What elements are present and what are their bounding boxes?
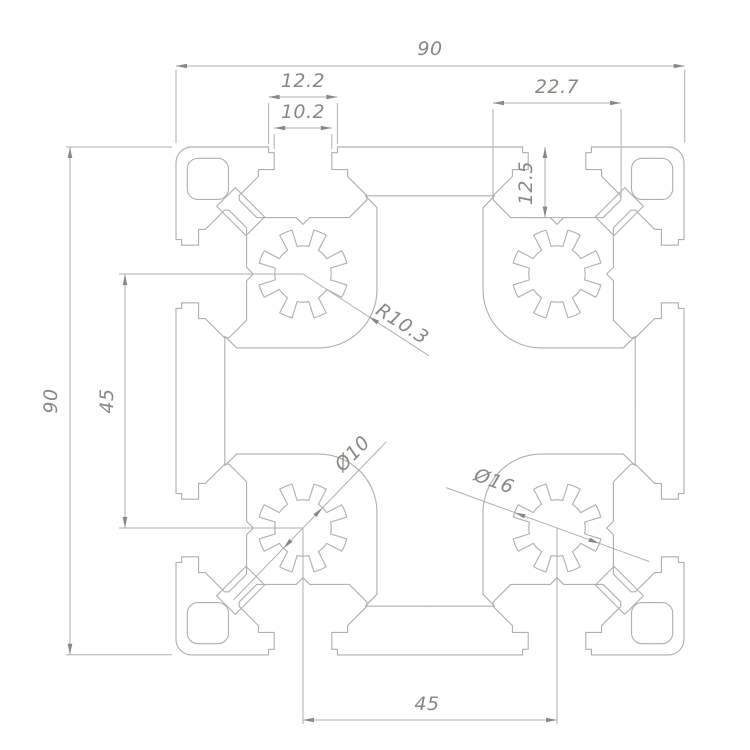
extrusion-profile bbox=[175, 146, 685, 656]
leader-arrowhead bbox=[588, 537, 600, 544]
dim-slot-depth: 12.5 bbox=[515, 147, 567, 219]
dim-slot-opening-width-label: 10.2 bbox=[281, 101, 325, 123]
leader-line bbox=[302, 273, 430, 357]
dim-bore-inner-diameter: Ø10 bbox=[233, 432, 387, 601]
dim-bore-spacing-horizontal: 45 bbox=[302, 528, 558, 724]
leader-line bbox=[233, 441, 387, 601]
dim-slot-cavity-width: 22.7 bbox=[492, 76, 622, 198]
dim-corner-radius-label: R10.3 bbox=[372, 299, 433, 349]
profile-corner-relief-slot bbox=[216, 187, 266, 237]
leader-arrowhead bbox=[283, 538, 293, 549]
leader-arrowhead bbox=[514, 512, 526, 519]
dim-bore-spacing-vertical-label: 45 bbox=[96, 388, 118, 413]
dim-bore-spacing-vertical: 45 bbox=[96, 273, 303, 529]
dim-bore-outer-diameter: Ø16 bbox=[445, 464, 650, 562]
leader-arrowhead bbox=[368, 316, 380, 325]
dim-slot-depth-label: 12.5 bbox=[515, 161, 537, 205]
dim-bore-outer-diameter-label: Ø16 bbox=[470, 464, 517, 499]
dim-bore-inner-diameter-label: Ø10 bbox=[330, 432, 375, 477]
dim-bore-spacing-horizontal-label: 45 bbox=[414, 693, 439, 715]
profile-center-cavity bbox=[224, 195, 431, 402]
dim-overall-width: 90 bbox=[175, 38, 686, 143]
profile-outer-contour bbox=[175, 146, 431, 402]
dim-slot-recess-width-label: 12.2 bbox=[281, 70, 325, 92]
dim-slot-recess-width: 12.2 bbox=[268, 70, 338, 144]
profile-quadrant bbox=[175, 146, 431, 402]
profile-quadrant-mirror-right bbox=[429, 146, 685, 402]
dim-overall-width-label: 90 bbox=[417, 38, 442, 60]
leader-arrowhead bbox=[313, 507, 323, 518]
profile-corner-screw-channel bbox=[186, 157, 230, 201]
leader-line bbox=[445, 487, 650, 562]
dim-slot-cavity-width-label: 22.7 bbox=[535, 76, 579, 98]
dim-slot-opening-width: 10.2 bbox=[273, 101, 333, 149]
dim-overall-height: 90 bbox=[40, 146, 172, 656]
dim-overall-height-label: 90 bbox=[40, 388, 62, 413]
profile-spline-bore bbox=[258, 229, 348, 319]
